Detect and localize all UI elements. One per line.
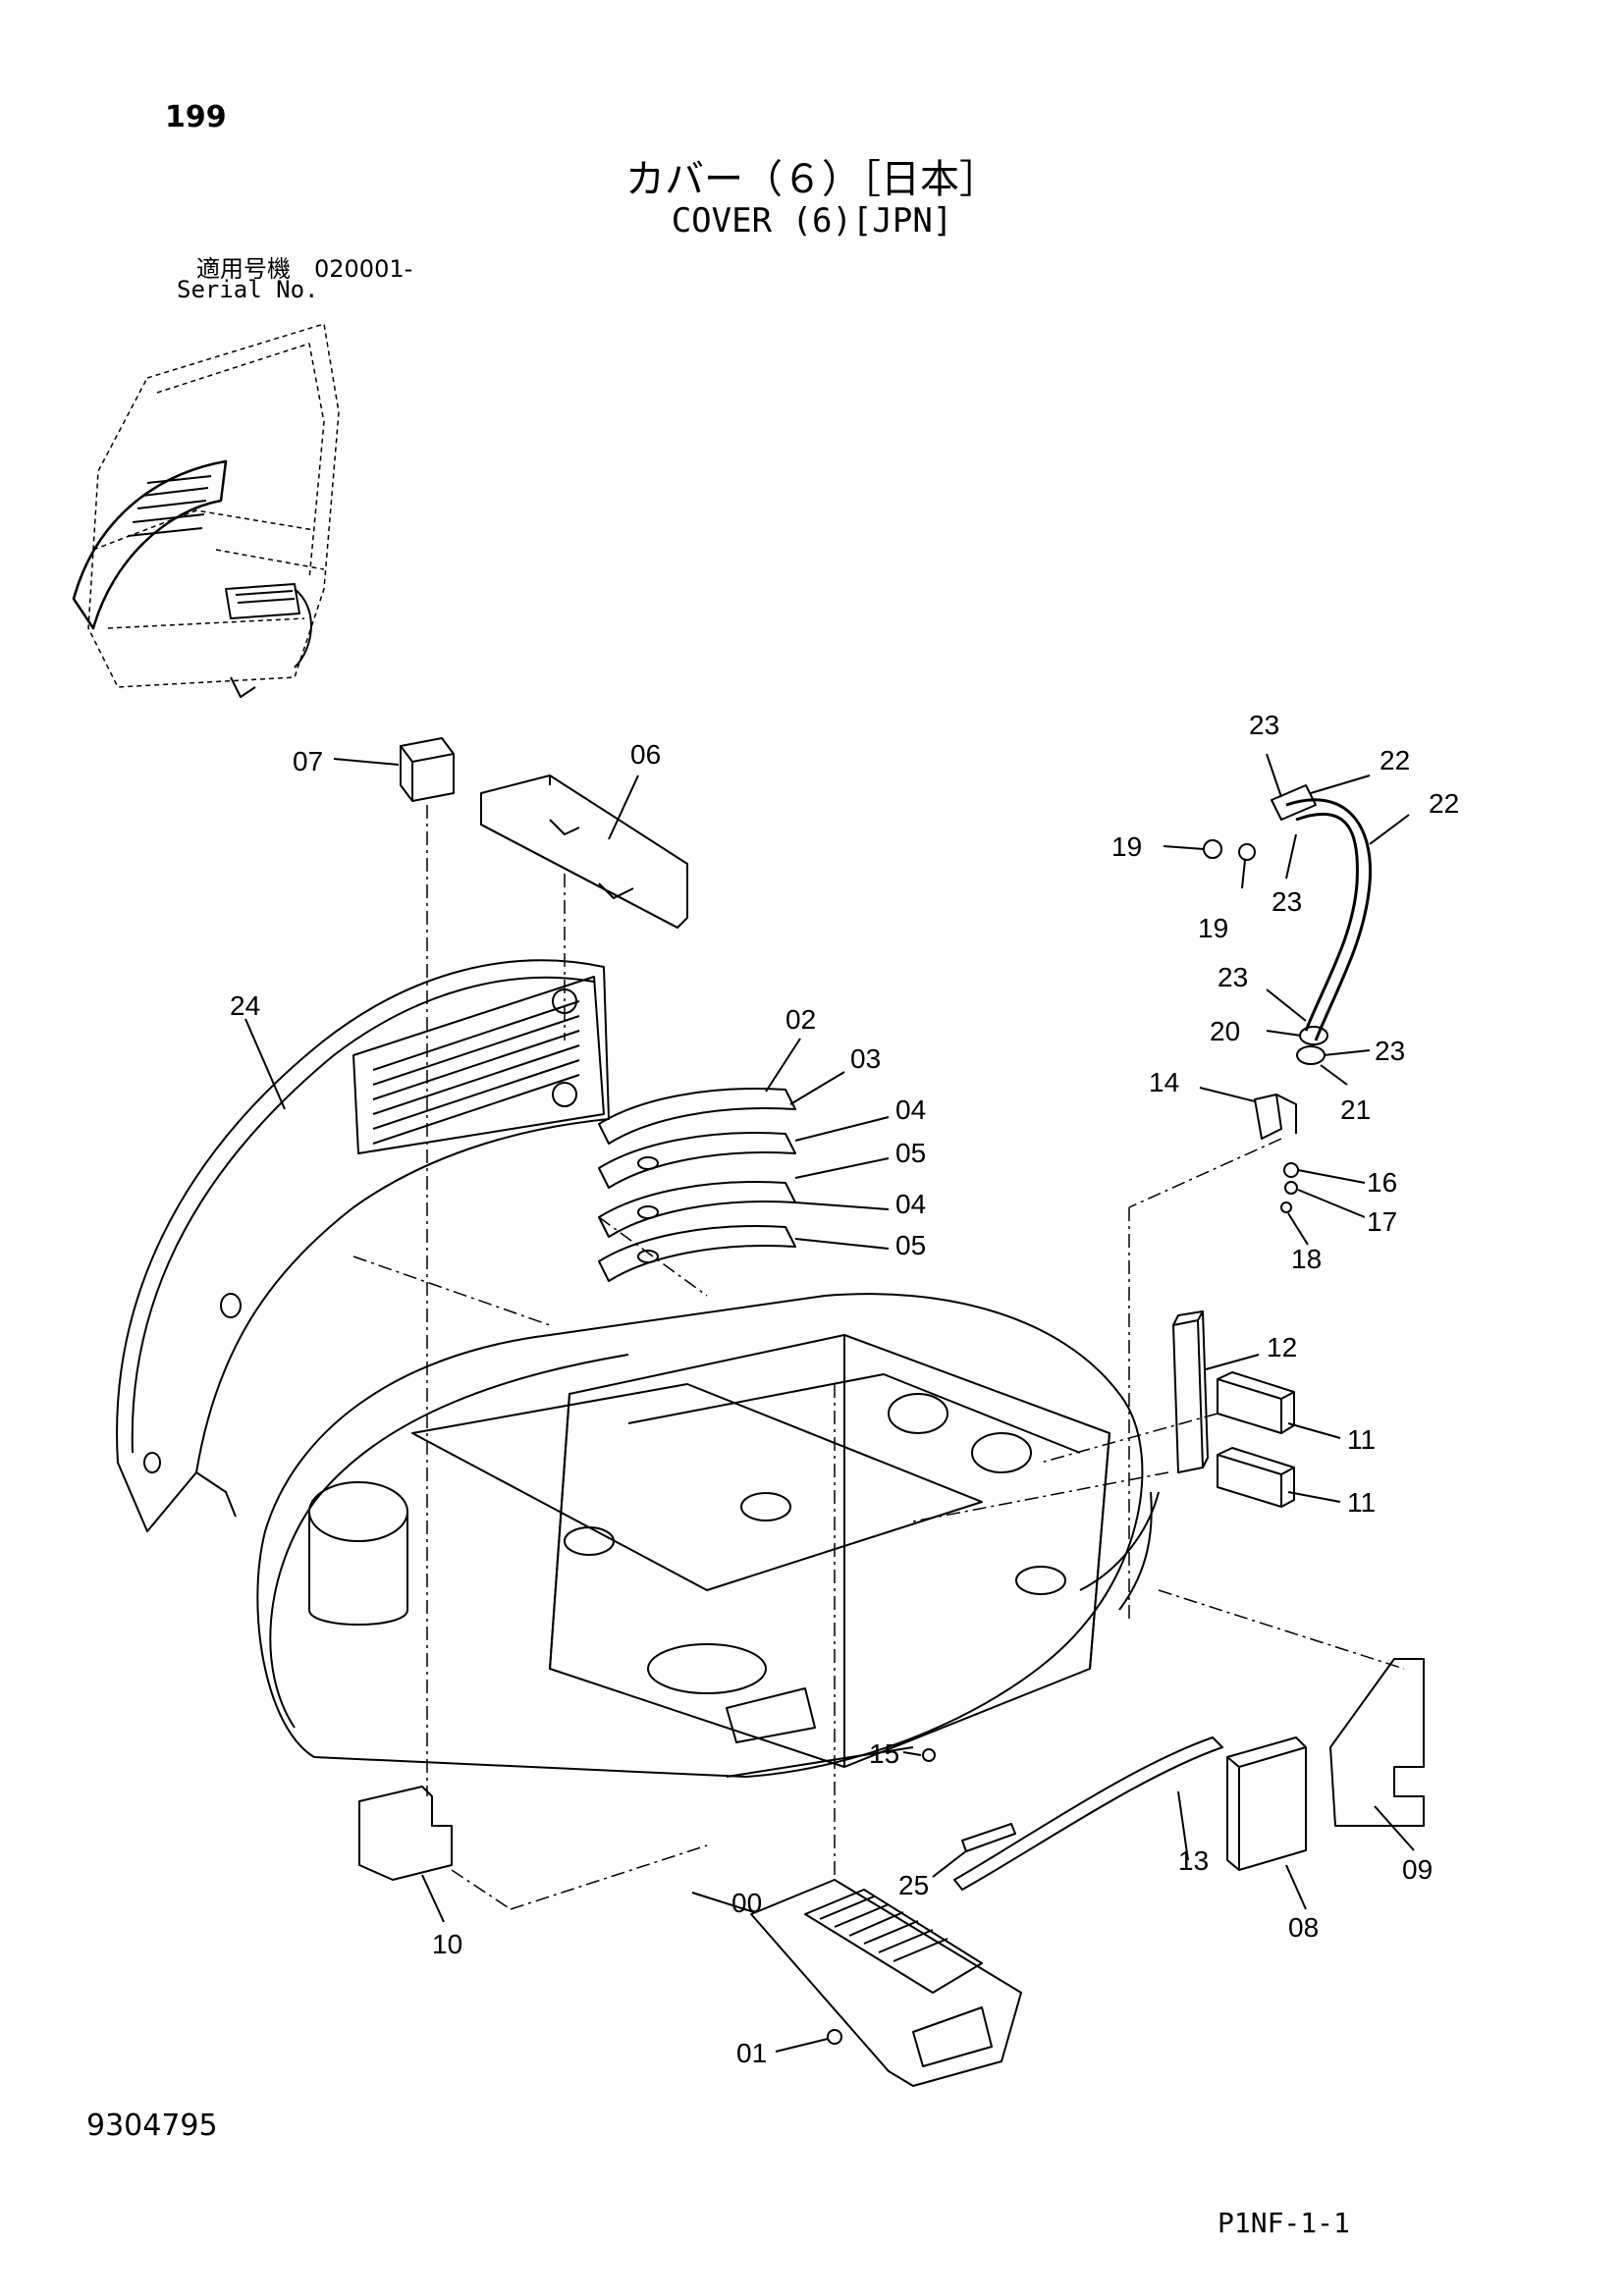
- callout-22a: 22: [1380, 745, 1410, 775]
- callout-08: 08: [1288, 1912, 1319, 1943]
- part-00-floor-plate: [750, 1879, 1022, 2087]
- callout-labels: 00 01 02 03 04 05 04 05 06 07 08 09 10 1…: [230, 710, 1459, 2068]
- part-12-block: [1172, 1310, 1209, 1473]
- callout-23c: 23: [1218, 962, 1248, 992]
- callout-23b: 23: [1272, 886, 1302, 917]
- callout-16: 16: [1367, 1167, 1397, 1198]
- callout-04a: 04: [895, 1095, 926, 1125]
- page-number: 199: [165, 100, 227, 134]
- main-frame: [256, 1293, 1160, 1778]
- callout-13: 13: [1178, 1845, 1209, 1876]
- callout-25: 25: [898, 1870, 929, 1900]
- callout-02: 02: [785, 1004, 816, 1035]
- part-24-cover: [116, 959, 610, 1532]
- callout-09: 09: [1402, 1854, 1433, 1885]
- title-japanese: カバー（６）［日本］: [625, 157, 999, 202]
- callout-19a: 19: [1111, 831, 1142, 862]
- callout-17: 17: [1367, 1206, 1397, 1237]
- callout-00: 00: [731, 1888, 762, 1918]
- part-10-plate: [358, 1786, 453, 1881]
- callout-23a: 23: [1249, 710, 1279, 740]
- machine-thumbnail: [87, 323, 340, 688]
- callout-23d: 23: [1375, 1036, 1405, 1066]
- callout-19b: 19: [1198, 913, 1228, 943]
- callout-12: 12: [1267, 1332, 1297, 1362]
- alignment-lines: [352, 805, 1405, 1910]
- title-english: COVER (6)[JPN]: [671, 201, 953, 240]
- part-09-plate: [1329, 1658, 1425, 1827]
- callout-03: 03: [850, 1043, 881, 1074]
- callout-10: 10: [432, 1929, 462, 1959]
- callout-01: 01: [736, 2038, 767, 2068]
- part-25-strip: [961, 1823, 1016, 1852]
- callout-24: 24: [230, 990, 260, 1021]
- part-11-blocks: [1217, 1371, 1295, 1508]
- part-08-block: [1226, 1736, 1307, 1871]
- document-number: 9304795: [86, 2109, 218, 2143]
- part-06-block: [480, 774, 688, 929]
- thumbnail-highlight: [72, 459, 312, 698]
- part-15-bolt: [922, 1748, 936, 1762]
- callout-04b: 04: [895, 1189, 926, 1219]
- part-13-strip: [953, 1736, 1223, 1891]
- parts-02-05-pads: [598, 1088, 796, 1282]
- serial-label-english: Serial No.: [177, 276, 319, 303]
- callout-21: 21: [1340, 1095, 1371, 1125]
- callout-11a: 11: [1347, 1424, 1376, 1455]
- part-07-block: [400, 737, 455, 802]
- part-01-bolt: [827, 2029, 842, 2045]
- serial-label-japanese: 適用号機 020001-: [196, 255, 413, 283]
- callout-05a: 05: [895, 1138, 926, 1168]
- callout-22b: 22: [1429, 788, 1459, 819]
- callout-07: 07: [293, 746, 323, 776]
- callout-06: 06: [630, 739, 661, 770]
- callout-05b: 05: [895, 1230, 926, 1260]
- callout-15: 15: [869, 1738, 899, 1769]
- page-code: P1NF-1-1: [1218, 2207, 1350, 2239]
- hose-assembly: [1203, 784, 1373, 1213]
- callout-14: 14: [1149, 1067, 1179, 1097]
- callout-20: 20: [1210, 1016, 1240, 1046]
- callout-18: 18: [1291, 1244, 1322, 1274]
- callout-11b: 11: [1347, 1487, 1376, 1518]
